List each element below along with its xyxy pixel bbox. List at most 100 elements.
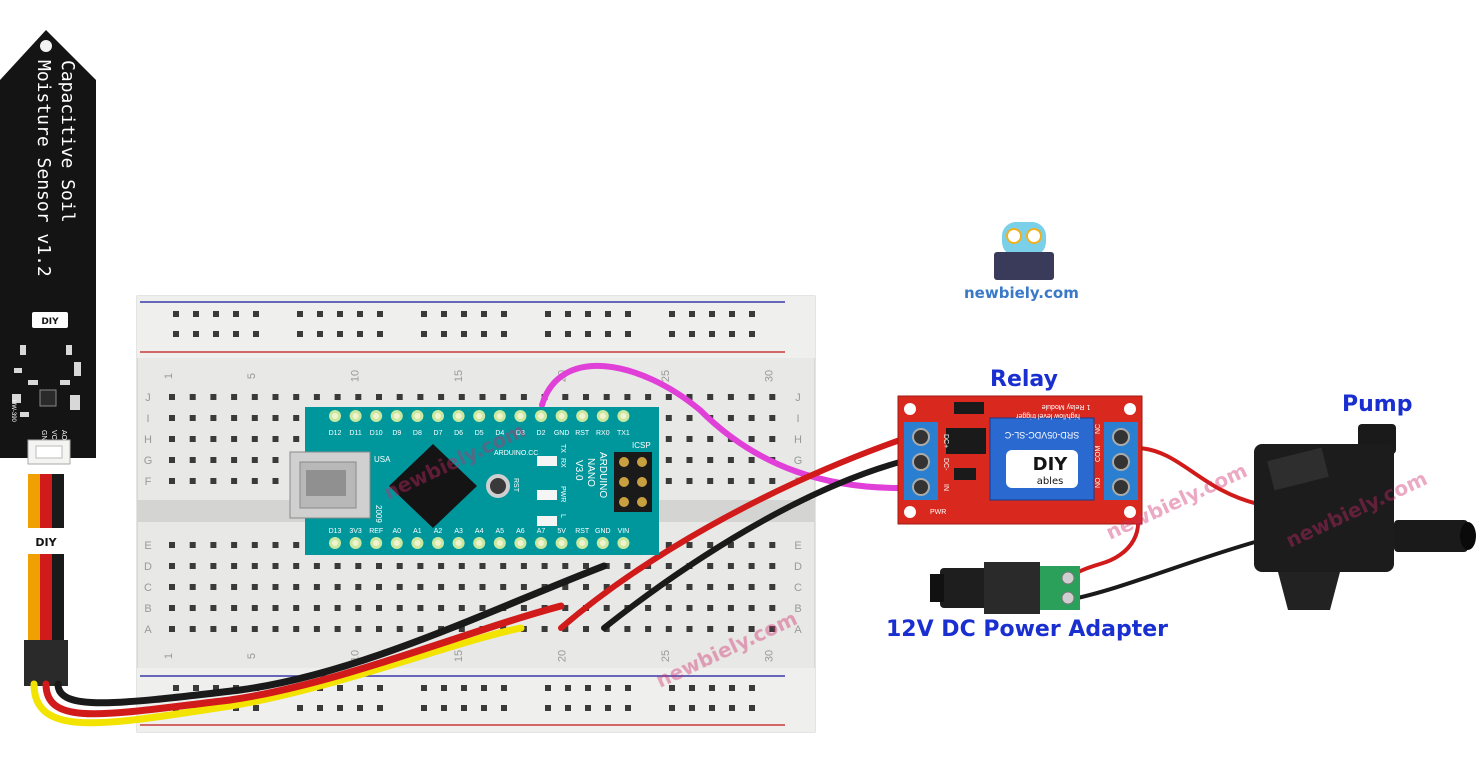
arduino-top-pin-label: GND <box>554 430 570 437</box>
arduino-top-pin-label: D8 <box>413 430 422 437</box>
rail-hole <box>193 685 199 691</box>
arduino-pin-hole <box>476 413 483 419</box>
adapter-title: 12V DC Power Adapter <box>886 617 1169 642</box>
breadboard-hole <box>293 605 300 611</box>
breadboard-hole <box>251 542 258 548</box>
arduino-pin-hole <box>558 540 565 546</box>
breadboard-hole <box>169 436 175 442</box>
breadboard-hole <box>169 457 175 463</box>
arduino-bottom-pin-label: A5 <box>496 528 505 535</box>
rail-hole <box>585 311 591 317</box>
owl-logo <box>994 222 1054 280</box>
breadboard-hole <box>562 626 569 632</box>
rail-hole <box>357 705 363 711</box>
rail-hole <box>377 331 383 337</box>
breadboard-row-letter: I <box>146 413 149 425</box>
breadboard-hole <box>376 605 382 611</box>
breadboard-hole <box>396 605 403 611</box>
breadboard-hole <box>562 605 569 611</box>
rail-hole <box>625 685 631 691</box>
arduino-bottom-pin-label: D13 <box>329 528 342 535</box>
arduino-bottom-pin-label: A4 <box>475 528 484 535</box>
arduino-top-pin-label: RST <box>575 430 590 437</box>
rail-hole <box>377 705 383 711</box>
breadboard-row-letter: E <box>144 540 151 552</box>
breadboard-hole <box>665 478 672 484</box>
wire-red-sensor <box>42 602 565 718</box>
breadboard-hole <box>438 394 445 400</box>
sensor-pin-vcc: VCC <box>50 430 57 445</box>
rail-hole <box>441 705 447 711</box>
arduino-bottom-pin-label: GND <box>595 528 611 535</box>
breadboard-hole <box>272 605 279 611</box>
breadboard-hole <box>769 584 776 590</box>
rail-hole <box>357 685 363 691</box>
rail-hole <box>337 331 343 337</box>
breadboard-column-number: 1 <box>163 373 175 379</box>
arduino-pin-hole <box>332 540 338 546</box>
breadboard-hole <box>189 415 196 421</box>
breadboard-hole <box>376 626 382 632</box>
arduino-pin-hole <box>352 540 359 546</box>
rail-hole <box>441 311 447 317</box>
breadboard-hole <box>686 394 693 400</box>
relay-pwr: PWR <box>930 509 946 516</box>
breadboard-hole <box>355 394 362 400</box>
relay-pin-com: COM <box>1095 446 1102 463</box>
breadboard-hole <box>748 394 755 400</box>
rail-hole <box>337 685 343 691</box>
relay-pin-nc: NC <box>1095 424 1102 434</box>
breadboard-hole <box>293 584 300 590</box>
breadboard-hole <box>396 563 403 569</box>
arduino-pin-hole <box>373 540 380 546</box>
breadboard-hole <box>520 394 527 400</box>
breadboard-hole <box>458 584 465 590</box>
rail-hole <box>729 685 735 691</box>
rail-hole <box>213 685 219 691</box>
breadboard-hole <box>727 563 734 569</box>
breadboard-row-letter: B <box>144 603 151 615</box>
rail-hole <box>173 311 179 317</box>
nano-name-3: V3.0 <box>573 460 584 481</box>
breadboard-row-letter: C <box>144 582 152 594</box>
arduino-pin-hole <box>579 413 586 419</box>
breadboard-hole <box>189 394 196 400</box>
breadboard-hole <box>293 542 300 548</box>
arduino-top-pin-label: D9 <box>392 430 401 437</box>
breadboard-hole <box>355 584 362 590</box>
arduino-pin-hole <box>352 413 359 419</box>
rail-hole <box>377 685 383 691</box>
rail-hole <box>565 331 571 337</box>
arduino-pin-hole <box>620 413 627 419</box>
breadboard-hole <box>293 563 300 569</box>
arduino-top-pin-label: TX1 <box>617 430 630 437</box>
breadboard-hole <box>707 584 714 590</box>
breadboard-hole <box>686 542 693 548</box>
arduino-pin-hole <box>435 413 441 419</box>
icsp-header <box>614 452 652 512</box>
breadboard-hole <box>645 394 652 400</box>
breadboard-hole <box>313 563 320 569</box>
rail-hole <box>421 705 427 711</box>
rail-hole <box>749 705 755 711</box>
breadboard-column-number: 10 <box>349 370 361 382</box>
breadboard-hole <box>231 394 238 400</box>
relay-title: Relay <box>990 367 1058 392</box>
breadboard-hole <box>376 394 382 400</box>
breadboard-hole <box>458 394 465 400</box>
breadboard-row-letter: A <box>794 624 802 636</box>
breadboard-hole <box>251 605 258 611</box>
arduino-pin-hole <box>476 540 483 546</box>
breadboard-hole <box>603 605 610 611</box>
breadboard-hole <box>272 394 279 400</box>
breadboard-hole <box>396 626 403 632</box>
breadboard-row-letter: E <box>794 540 801 552</box>
rail-hole <box>709 685 715 691</box>
breadboard-hole <box>769 626 776 632</box>
breadboard-hole <box>748 605 755 611</box>
breadboard-hole <box>562 563 569 569</box>
relay-module-text: 1 Relay Module <box>1042 403 1091 410</box>
breadboard-row-letter: G <box>794 455 803 467</box>
breadboard-hole <box>210 563 217 569</box>
